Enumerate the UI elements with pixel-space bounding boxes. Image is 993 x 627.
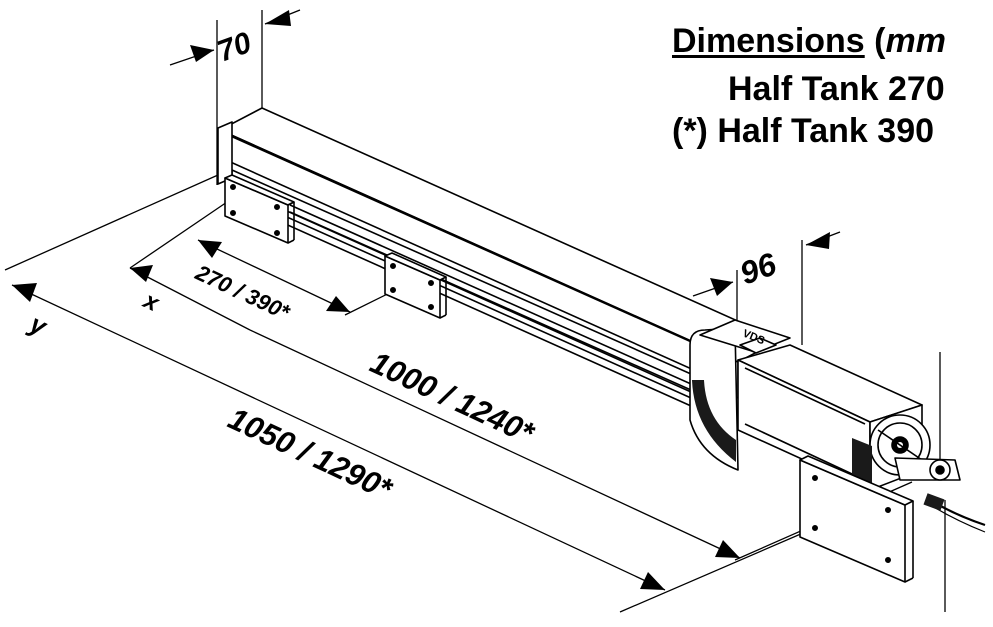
dim-label-bracket-spacing: 270 / 390*: [191, 259, 295, 325]
dim-label-mid-length: 1000 / 1240*: [365, 345, 541, 452]
left-mounting-bracket: [224, 174, 295, 244]
output-clevis: [894, 457, 986, 533]
legend-unit-paren: (: [874, 22, 886, 60]
legend-half-tank-270: Half Tank 270: [728, 70, 945, 108]
legend-title-label: Dimensions: [672, 22, 865, 60]
front-mounting-plate: [799, 455, 914, 583]
dimension-lines: [4, 9, 946, 613]
dim-label-y: y: [24, 307, 53, 342]
dimensions-legend-title: Dimensions (mm: [672, 22, 946, 61]
middle-mounting-bracket: [384, 252, 447, 319]
dim-label-70: 70: [213, 26, 256, 69]
dim-label-96: 96: [735, 246, 781, 292]
actuator-rail: [217, 107, 781, 411]
legend-unit: mm: [885, 22, 946, 60]
dim-label-x: x: [138, 286, 165, 318]
dimension-arrowheads: [12, 10, 830, 590]
legend-half-tank-390: (*) Half Tank 390: [672, 112, 935, 150]
